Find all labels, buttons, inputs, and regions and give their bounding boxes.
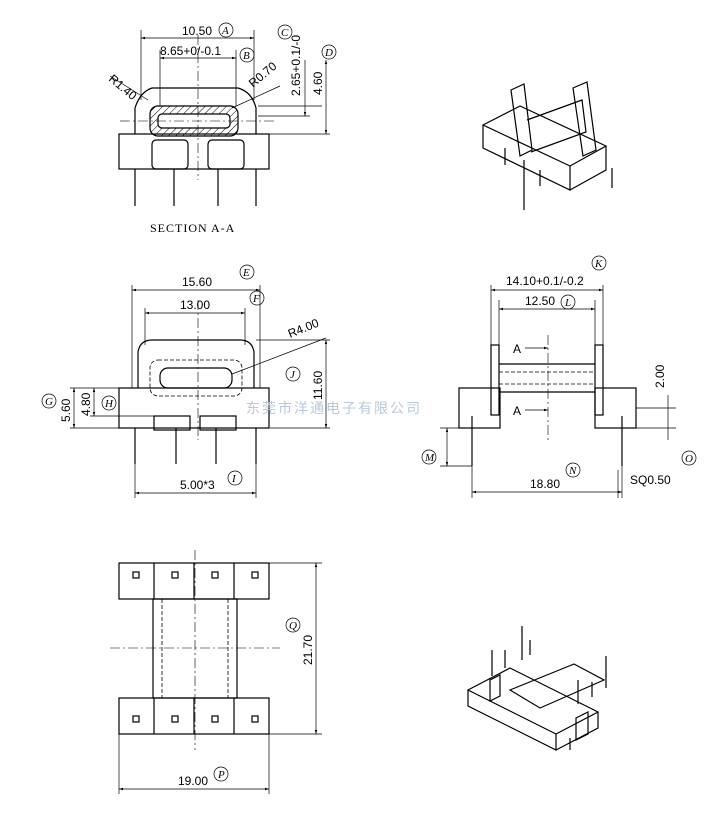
dim-h-value: 4.80 — [79, 392, 93, 416]
dim-a-label: A — [221, 25, 229, 37]
dim-f-value: 13.00 — [180, 298, 210, 312]
radius-r400: R4.00 — [286, 316, 321, 341]
dim-i-label: I — [231, 473, 237, 485]
dim-a-value: 10.50 — [182, 24, 212, 38]
dim-n-label: N — [568, 465, 577, 477]
dim-o-label: O — [685, 453, 693, 465]
bottom-view: 21.70 Q 19.00 P — [110, 550, 322, 794]
radius-r070: R0.70 — [246, 59, 280, 91]
isometric-view-top — [481, 81, 613, 210]
section-caption: SECTION A-A — [150, 221, 235, 235]
dim-extra-value: 2.00 — [653, 364, 667, 388]
dim-j-value: 11.60 — [311, 371, 325, 400]
isometric-view-bottom — [466, 626, 607, 751]
watermark-text: 东莞市洋通电子有限公司 — [246, 400, 422, 417]
section-view: 10.50 A 8.65+0/-0.1 B R1.40 R0.70 2.65+0… — [106, 22, 337, 235]
dim-l-label: L — [564, 297, 571, 309]
dim-k-label: K — [594, 258, 603, 270]
dim-e-label: E — [242, 267, 250, 279]
dim-q-label: Q — [289, 620, 297, 632]
dim-f-label: F — [252, 293, 260, 305]
dim-h-label: H — [104, 398, 114, 410]
dim-c-value: 2.65+0.1/-0 — [289, 35, 303, 96]
dim-b-label: B — [243, 50, 250, 62]
section-mark-top: A — [513, 342, 521, 356]
dim-b-value: 8.65+0/-0.1 — [160, 44, 221, 58]
dim-k-value: 14.10+0.1/-0.2 — [506, 274, 584, 288]
front-top — [137, 339, 255, 388]
dim-d-value: 4.60 — [311, 71, 325, 95]
dim-g-value: 5.60 — [59, 398, 73, 422]
section-post-right — [207, 139, 245, 170]
section-top-arch — [134, 87, 257, 134]
dim-i-value: 5.00*3 — [180, 478, 215, 492]
section-base — [118, 133, 270, 170]
dim-e-value: 15.60 — [182, 275, 212, 289]
dim-p-label: P — [217, 769, 225, 781]
side-view: A A 14.10+0.1/-0.2 K 12.50 L 2.00 M 18.8… — [421, 255, 697, 498]
radius-r140: R1.40 — [106, 72, 140, 104]
dim-g-label: G — [45, 396, 53, 408]
dim-c-label: C — [281, 27, 289, 39]
dim-l-value: 12.50 — [525, 294, 555, 308]
dim-n-value: 18.80 — [530, 477, 560, 491]
section-post-left — [151, 139, 189, 170]
dim-q-value: 21.70 — [301, 635, 315, 665]
dim-d-label: D — [324, 47, 333, 59]
section-mark-bottom: A — [513, 404, 521, 418]
dim-j-label: J — [290, 369, 296, 381]
front-view: 15.60 E 13.00 F R4.00 11.60 J 5.60 G 4.8… — [41, 264, 330, 498]
dim-p-value: 19.00 — [178, 774, 208, 788]
dim-o-value: SQ0.50 — [630, 473, 671, 487]
dim-m-label: M — [424, 452, 435, 464]
